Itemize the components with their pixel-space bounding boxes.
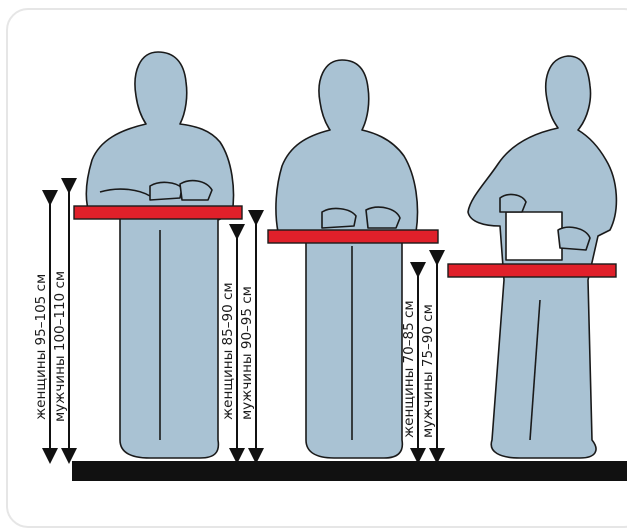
figure-right (468, 56, 616, 458)
counter-low (448, 264, 616, 277)
figure-middle (276, 60, 418, 458)
counter-high (74, 206, 242, 219)
counter-medium (268, 230, 438, 243)
men-label-right: мужчины 75–90 см (420, 304, 436, 438)
men-label-left: мужчины 100–110 см (52, 271, 68, 422)
counter-height-diagram: женщины 95–105 см мужчины 100–110 см жен… (0, 0, 627, 493)
women-label-right: женщины 70–85 см (401, 300, 417, 438)
men-label-middle: мужчины 90–95 см (239, 286, 255, 420)
floor-bar (72, 461, 627, 481)
person-silhouette-icon (276, 60, 418, 458)
women-label-middle: женщины 85–90 см (220, 282, 236, 420)
women-label-left: женщины 95–105 см (33, 274, 49, 420)
figure-left (86, 52, 233, 458)
